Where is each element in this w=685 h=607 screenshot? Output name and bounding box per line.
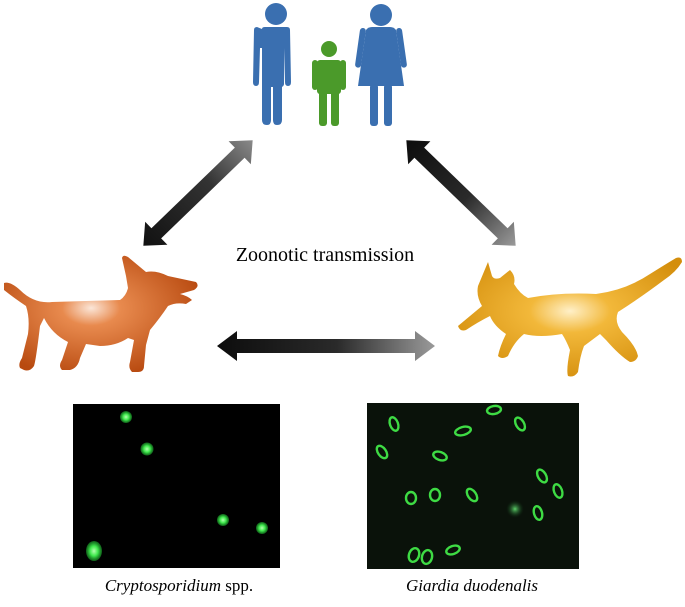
- cryptosporidium-micrograph: [73, 404, 280, 568]
- woman-figure: [355, 4, 407, 126]
- caption-giardia: Giardia duodenalis: [366, 576, 578, 596]
- caption-giardia-italic: Giardia duodenalis: [405, 576, 539, 595]
- caption-crypto-plain: spp.: [221, 576, 254, 595]
- dog-silhouette-icon: [4, 255, 198, 372]
- family-people-icon: [253, 3, 407, 126]
- arrow-dog-cat: [217, 331, 435, 361]
- arrow-humans-cat: [406, 140, 516, 246]
- arrow-humans-dog: [143, 140, 253, 246]
- child-figure: [312, 41, 346, 126]
- caption-cryptosporidium: Cryptosporidium spp.: [74, 576, 284, 596]
- man-figure: [253, 3, 291, 125]
- double-headed-arrow-icon: [143, 140, 516, 361]
- center-label: Zoonotic transmission: [235, 244, 415, 266]
- cat-silhouette-icon: [458, 257, 682, 377]
- caption-crypto-italic: Cryptosporidium: [104, 576, 222, 595]
- giardia-micrograph: [367, 403, 579, 569]
